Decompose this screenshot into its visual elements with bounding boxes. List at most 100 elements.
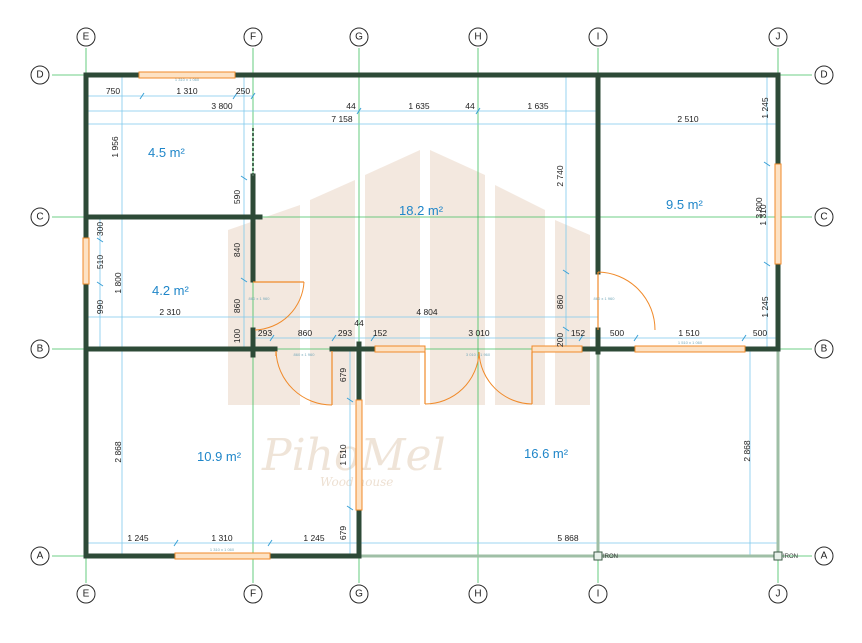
dim-860-r: 860 xyxy=(555,295,565,309)
dim-679-b: 679 xyxy=(338,526,348,540)
svg-text:C: C xyxy=(820,212,827,223)
svg-text:H: H xyxy=(474,589,481,600)
window-left xyxy=(82,237,90,285)
dim-100: 100 xyxy=(232,329,242,343)
svg-text:860 x 1 960: 860 x 1 960 xyxy=(249,296,271,301)
watermark-brand: PihoMel xyxy=(261,430,446,481)
dim-1310-b: 1 310 xyxy=(211,533,233,543)
grid-bubble-right-a: A xyxy=(814,546,834,566)
dim-510: 510 xyxy=(95,255,105,269)
dim-1245-r-top: 1 245 xyxy=(760,97,770,119)
dim-1310-right: 1 310 xyxy=(758,204,768,226)
svg-text:C: C xyxy=(36,212,43,223)
area-room-center: 18.2 m² xyxy=(399,203,444,218)
grid-bubble-right-d: D xyxy=(814,65,834,85)
dim-860-v: 860 xyxy=(232,299,242,313)
dim-1245-b2: 1 245 xyxy=(303,533,325,543)
grid-bubble-left-d: D xyxy=(30,65,50,85)
svg-text:860 x 1 960: 860 x 1 960 xyxy=(294,352,316,357)
svg-text:860 x 1 960: 860 x 1 960 xyxy=(594,296,616,301)
svg-text:A: A xyxy=(821,551,828,562)
dim-293-a: 293 xyxy=(258,328,272,338)
dim-1635-b: 1 635 xyxy=(527,101,549,111)
dim-500-b: 500 xyxy=(753,328,767,338)
svg-text:B: B xyxy=(821,344,828,355)
dim-990: 990 xyxy=(95,300,105,314)
dim-590: 590 xyxy=(232,190,242,204)
dim-2510: 2 510 xyxy=(677,114,699,124)
grid-bubble-bottom-g: G xyxy=(349,584,369,604)
window-top: 1 310 x 1 060 xyxy=(138,71,236,82)
window-b-line: 1 510 x 1 060 xyxy=(634,340,746,353)
dim-4804: 4 804 xyxy=(416,307,438,317)
svg-text:F: F xyxy=(250,32,256,43)
grid-bubble-bottom-i: I xyxy=(588,584,608,604)
window-right xyxy=(774,163,782,265)
post-label-1: IRON xyxy=(603,554,618,560)
window-g-line xyxy=(355,399,363,511)
svg-text:I: I xyxy=(597,32,600,43)
grid-bubble-bottom-e: E xyxy=(76,584,96,604)
area-room-right: 9.5 m² xyxy=(666,197,704,212)
svg-text:J: J xyxy=(776,589,781,600)
grid-bubble-bottom-h: H xyxy=(468,584,488,604)
grid-bubble-top-h: H xyxy=(468,27,488,47)
dim-840: 840 xyxy=(232,243,242,257)
watermark: PihoMel Wood house xyxy=(228,150,590,489)
grid-bubble-right-c: C xyxy=(814,207,834,227)
dim-1510-h: 1 510 xyxy=(678,328,700,338)
svg-text:D: D xyxy=(36,70,43,81)
area-room-mid-left: 4.2 m² xyxy=(152,283,190,298)
dim-250: 250 xyxy=(236,86,250,96)
dim-679-a: 679 xyxy=(338,368,348,382)
grid-bubbles: E F G H I J E F G H I J D C B A D C B A xyxy=(30,27,834,604)
dim-152-b: 152 xyxy=(571,328,585,338)
dimension-lines xyxy=(85,75,778,556)
dim-3800-h: 3 800 xyxy=(211,101,233,111)
grid-bubble-bottom-j: J xyxy=(768,584,788,604)
dim-1245-r-bottom: 1 245 xyxy=(760,296,770,318)
grid-bubble-left-b: B xyxy=(30,339,50,359)
door-2: 860 x 1 960 xyxy=(594,271,656,331)
dim-3010: 3 010 xyxy=(468,328,490,338)
dim-3800-v: 3 800 xyxy=(754,197,764,219)
svg-text:E: E xyxy=(83,589,90,600)
area-room-bottom-left: 10.9 m² xyxy=(197,449,242,464)
dim-44-b: 44 xyxy=(465,101,475,111)
dim-1310-top: 1 310 xyxy=(176,86,198,96)
grid-bubble-right-b: B xyxy=(814,339,834,359)
svg-text:D: D xyxy=(820,70,827,81)
dimension-labels: 750 1 310 250 3 800 44 1 635 44 1 635 7 … xyxy=(95,86,770,543)
door-terrace: 3 010 x 1 960 xyxy=(374,345,583,405)
dim-1800: 1 800 xyxy=(113,272,123,294)
dim-2310: 2 310 xyxy=(159,307,181,317)
svg-text:B: B xyxy=(37,344,44,355)
dim-293-b: 293 xyxy=(338,328,352,338)
svg-text:G: G xyxy=(355,589,363,600)
posts: IRON IRON xyxy=(593,551,798,561)
dim-750: 750 xyxy=(106,86,120,96)
grid-bubble-top-i: I xyxy=(588,27,608,47)
grid-bubble-top-f: F xyxy=(243,27,263,47)
dim-1635-a: 1 635 xyxy=(408,101,430,111)
grid-bubble-top-g: G xyxy=(349,27,369,47)
dim-1956: 1 956 xyxy=(110,136,120,158)
door-1: 860 x 1 960 xyxy=(249,281,305,331)
dim-1245-b1: 1 245 xyxy=(127,533,149,543)
svg-text:3 010 x 1 960: 3 010 x 1 960 xyxy=(466,352,491,357)
grid-bubble-top-j: J xyxy=(768,27,788,47)
dim-5868: 5 868 xyxy=(557,533,579,543)
dim-152-a: 152 xyxy=(373,328,387,338)
dim-2868-right: 2 868 xyxy=(742,440,752,462)
svg-text:F: F xyxy=(250,589,256,600)
svg-text:H: H xyxy=(474,32,481,43)
svg-text:I: I xyxy=(597,589,600,600)
dim-200: 200 xyxy=(555,333,565,347)
svg-text:1 510 x 1 060: 1 510 x 1 060 xyxy=(678,340,703,345)
svg-text:A: A xyxy=(37,551,44,562)
area-room-top-left: 4.5 m² xyxy=(148,145,186,160)
grid-bubble-left-c: C xyxy=(30,207,50,227)
svg-text:J: J xyxy=(776,32,781,43)
grid-bubble-top-e: E xyxy=(76,27,96,47)
